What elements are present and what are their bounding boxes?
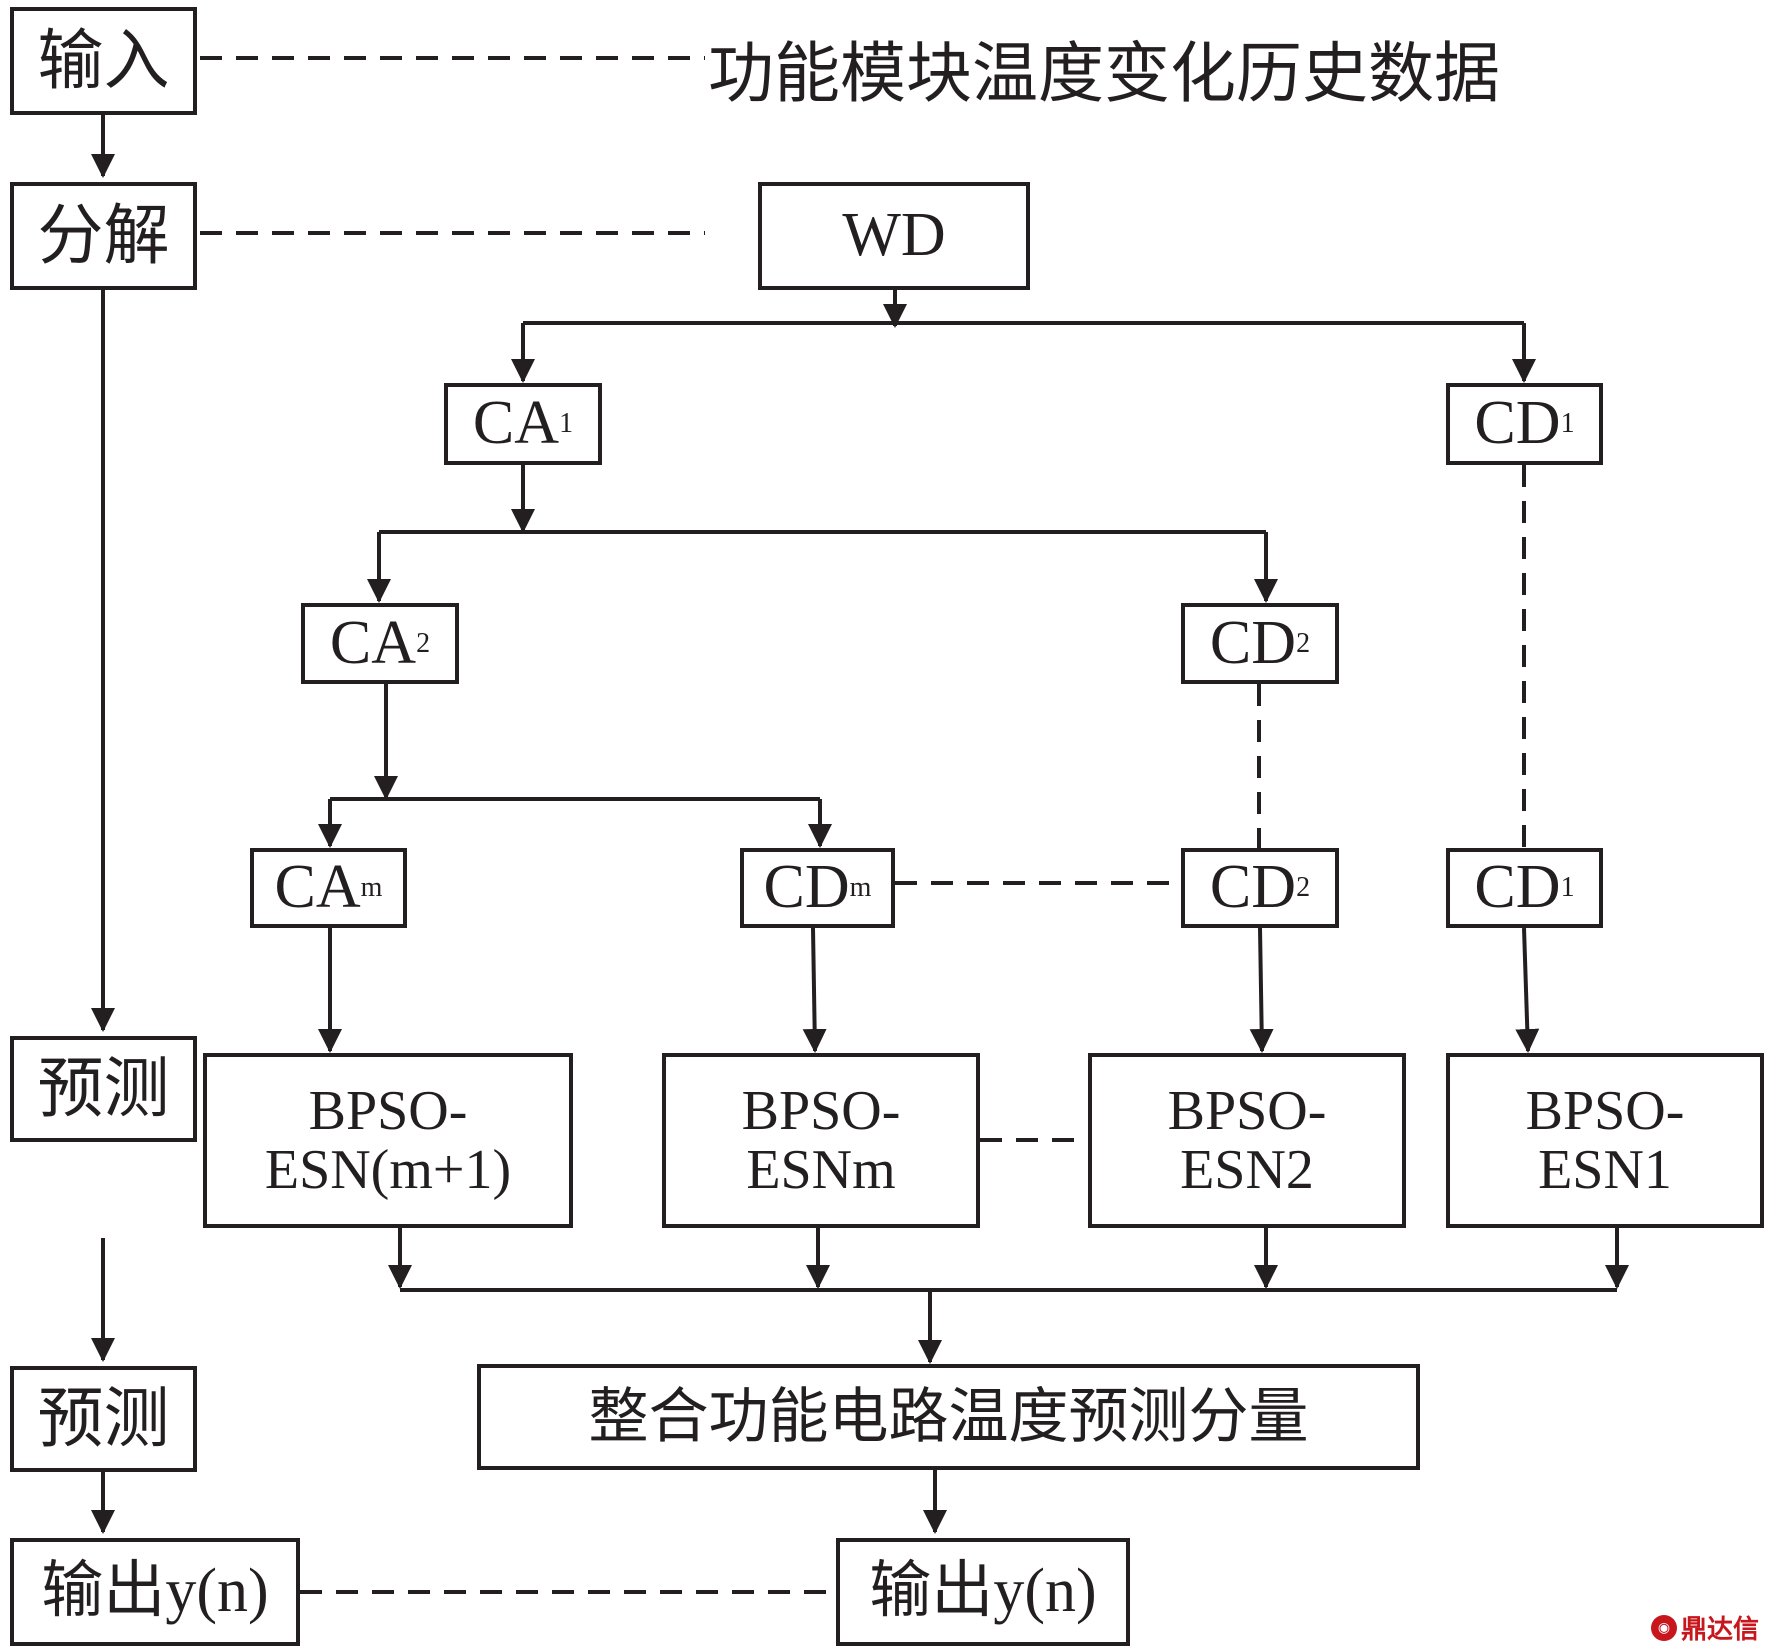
- output-left-label: 输出y(n): [41, 1557, 269, 1626]
- wd-box: WD: [758, 182, 1030, 290]
- cdm-subscript: m: [849, 872, 872, 904]
- arrow-cd2-to-esn2: [1249, 927, 1274, 1053]
- output-box-right: 输出y(n): [836, 1538, 1130, 1646]
- cd1-copy-subscript: 1: [1560, 872, 1575, 904]
- model-esn2-line2: ESN2: [1180, 1138, 1314, 1201]
- model-box-esn1: BPSO- ESN1: [1446, 1053, 1764, 1228]
- decompose-box: 分解: [10, 182, 197, 290]
- predict-box-2: 预测: [10, 1366, 197, 1472]
- cd2-label: CD: [1209, 608, 1297, 677]
- watermark-badge-icon: ◉: [1650, 1614, 1677, 1641]
- cd1-subscript: 1: [1560, 408, 1575, 440]
- model-esn-m1-line2: ESN(m+1): [264, 1138, 512, 1201]
- model-esn1-line2: ESN1: [1538, 1138, 1672, 1201]
- integrate-box: 整合功能电路温度预测分量: [477, 1364, 1420, 1470]
- cam-subscript: m: [360, 872, 383, 904]
- input-data-label: 功能模块温度变化历史数据: [708, 35, 1500, 112]
- ca1-subscript: 1: [559, 408, 574, 440]
- output-box-left: 输出y(n): [10, 1538, 300, 1646]
- ca1-label: CA: [472, 389, 560, 458]
- model-esnm-line1: BPSO-: [741, 1079, 901, 1142]
- ca2-label: CA: [329, 608, 417, 677]
- arrow-cdm-to-esnm: [802, 927, 827, 1053]
- predict-box-1: 预测: [10, 1036, 197, 1142]
- model-esn1-line1: BPSO-: [1525, 1079, 1685, 1142]
- model-box-esn2: BPSO- ESN2: [1088, 1053, 1406, 1228]
- model-esnm-line2: ESNm: [746, 1138, 896, 1201]
- cam-label: CA: [274, 853, 361, 922]
- cd2-copy-label: CD: [1209, 853, 1297, 922]
- cd1-label: CD: [1474, 389, 1561, 458]
- model-esn2-line1: BPSO-: [1167, 1079, 1327, 1142]
- model-box-esnm: BPSO- ESNm: [662, 1053, 980, 1228]
- arrow-cd1-to-esn1: [1515, 927, 1540, 1053]
- model-box-esn-m1: BPSO- ESN(m+1): [203, 1053, 573, 1228]
- output-right-label: 输出y(n): [869, 1557, 1097, 1626]
- watermark-logo: ◉ 鼎达信: [1650, 1609, 1759, 1646]
- cd2-copy-subscript: 2: [1296, 872, 1311, 904]
- input-box: 输入: [10, 7, 197, 115]
- cdm-label: CD: [763, 853, 850, 922]
- ca2-subscript: 2: [416, 627, 431, 659]
- watermark-text: 鼎达信: [1680, 1615, 1759, 1645]
- model-esn-m1-line1: BPSO-: [308, 1079, 468, 1142]
- cd2-subscript: 2: [1296, 627, 1311, 659]
- cd1-copy-label: CD: [1474, 853, 1561, 922]
